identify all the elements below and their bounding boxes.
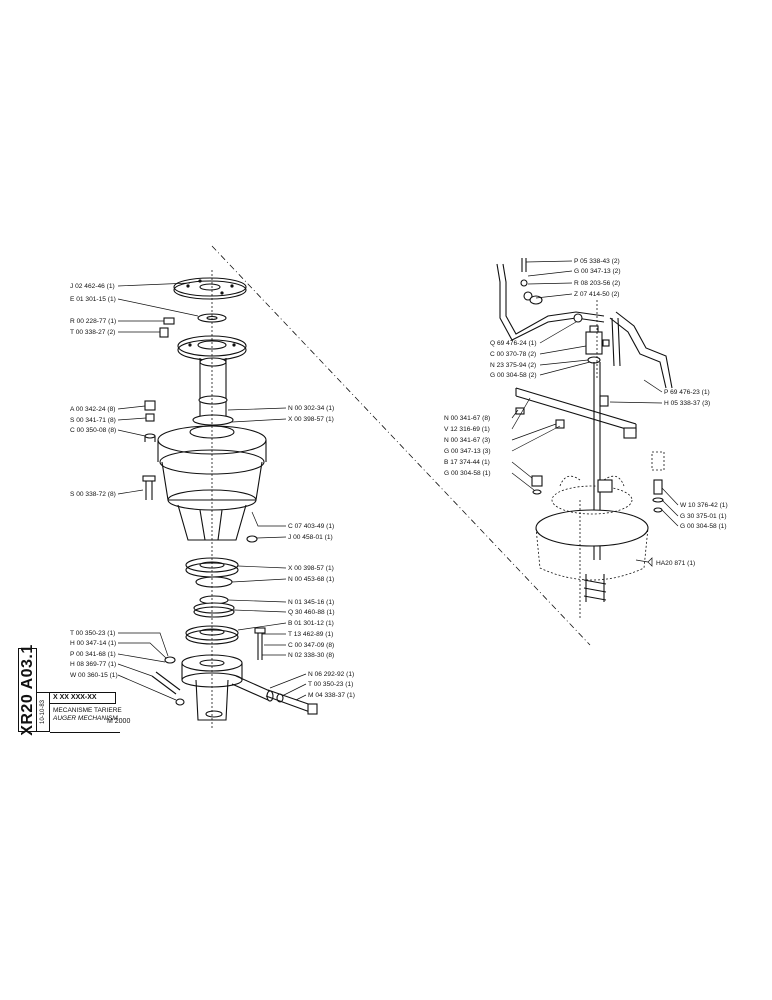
- assembly-ref: HA20 871 (1): [635, 557, 695, 567]
- part-label: J 00 458-01 (1): [288, 534, 333, 541]
- part-label: C 00 370-78 (2): [490, 351, 536, 358]
- part-label: Q 69 476-24 (1): [490, 340, 537, 347]
- part-label: C 00 347-09 (8): [288, 642, 334, 649]
- right-labels-top: P 05 338-43 (2) G 00 347-13 (2) R 08 203…: [525, 258, 621, 299]
- assembly-ref-label: HA20 871 (1): [656, 560, 695, 567]
- part-label: T 13 462-89 (1): [288, 631, 333, 638]
- part-label: S 00 338-72 (8): [70, 491, 116, 498]
- part-label: W 00 360-15 (1): [70, 672, 118, 679]
- part-label: N 00 302-34 (1): [288, 405, 334, 412]
- part-label: E 01 301-15 (1): [70, 296, 116, 303]
- part-label: P 69 476-23 (1): [664, 389, 710, 396]
- part-label: C 00 350-08 (8): [70, 427, 116, 434]
- part-label: G 00 347-13 (3): [444, 448, 491, 455]
- part-label: H 05 338-37 (3): [664, 400, 710, 407]
- model-label: M 2000: [107, 718, 131, 725]
- drawing-code-box: XR20 A03.1: [18, 644, 37, 736]
- part-label: V 12 316-69 (1): [444, 426, 490, 433]
- part-label: T 00 338-27 (2): [70, 329, 115, 336]
- part-label: W 10 376-42 (1): [680, 502, 728, 509]
- right-labels-lower-right: W 10 376-42 (1) G 30 375-01 (1) G 00 304…: [661, 487, 728, 530]
- part-label: N 01 345-16 (1): [288, 599, 334, 606]
- part-label: G 00 304-58 (1): [680, 523, 727, 530]
- right-labels-mid: Q 69 476-24 (1) C 00 370-78 (2) N 23 375…: [490, 321, 591, 379]
- part-label: Q 30 460-88 (1): [288, 609, 335, 616]
- right-labels-right: P 69 476-23 (1) H 05 338-37 (3): [609, 379, 710, 407]
- part-label: J 02 462-46 (1): [70, 283, 115, 290]
- title-block: XR20 A03.1 10-10-83 X XX XXX-XX MECANISM…: [18, 644, 148, 748]
- part-label: N 00 453-68 (1): [288, 576, 334, 583]
- part-label: N 00 341-67 (3): [444, 437, 490, 444]
- part-label: N 02 338-30 (8): [288, 652, 334, 659]
- part-label: G 00 304-58 (2): [490, 372, 537, 379]
- part-label: H 08 369-77 (1): [70, 661, 116, 668]
- part-label: P 00 341-68 (1): [70, 651, 116, 658]
- title-english: AUGER MECHANISM: [53, 715, 118, 722]
- part-label: R 00 228-77 (1): [70, 318, 116, 325]
- part-label: B 17 374-44 (1): [444, 459, 490, 466]
- auger-frame-drawing: [496, 258, 673, 602]
- part-label: X 00 398-57 (1): [288, 416, 334, 423]
- part-label: B 01 301-12 (1): [288, 620, 334, 627]
- part-label: Z 07 414-50 (2): [574, 291, 619, 298]
- drawing-code: XR20 A03.1: [18, 644, 36, 736]
- part-label: A 00 342-24 (8): [70, 406, 115, 413]
- part-label: S 00 341-71 (8): [70, 417, 116, 424]
- part-label: G 00 347-13 (2): [574, 268, 621, 275]
- part-label: N 23 375-94 (2): [490, 362, 536, 369]
- left-labels-right: N 00 302-34 (1) X 00 398-57 (1) C 07 403…: [227, 405, 355, 701]
- part-label: N 00 341-67 (8): [444, 415, 490, 422]
- part-label: R 08 203-56 (2): [574, 280, 620, 287]
- part-label: P 05 338-43 (2): [574, 258, 620, 265]
- part-label: G 00 304-58 (1): [444, 470, 491, 477]
- part-label: G 30 375-01 (1): [680, 513, 727, 520]
- part-label: T 00 350-23 (1): [70, 630, 115, 637]
- title-block-divider: [50, 732, 120, 733]
- right-labels-left: N 00 341-67 (8) V 12 316-69 (1) N 00 341…: [444, 397, 561, 491]
- part-label: X 00 398-57 (1): [288, 565, 334, 572]
- part-label: C 07 403-49 (1): [288, 523, 334, 530]
- assembly-divider-line: [211, 245, 591, 646]
- part-label: M 04 338-37 (1): [308, 692, 355, 699]
- left-labels-left: J 02 462-46 (1) E 01 301-15 (1) R 00 228…: [70, 282, 199, 701]
- title-french: MECANISME TARIERE: [53, 707, 122, 714]
- drawing-ref: X XX XXX-XX: [50, 692, 116, 704]
- drawing-date: 10-10-83: [40, 699, 46, 725]
- drawing-date-box: 10-10-83: [37, 692, 50, 732]
- part-label: H 00 347-14 (1): [70, 640, 116, 647]
- part-label: N 06 292-92 (1): [308, 671, 354, 678]
- part-label: T 00 350-23 (1): [308, 681, 353, 688]
